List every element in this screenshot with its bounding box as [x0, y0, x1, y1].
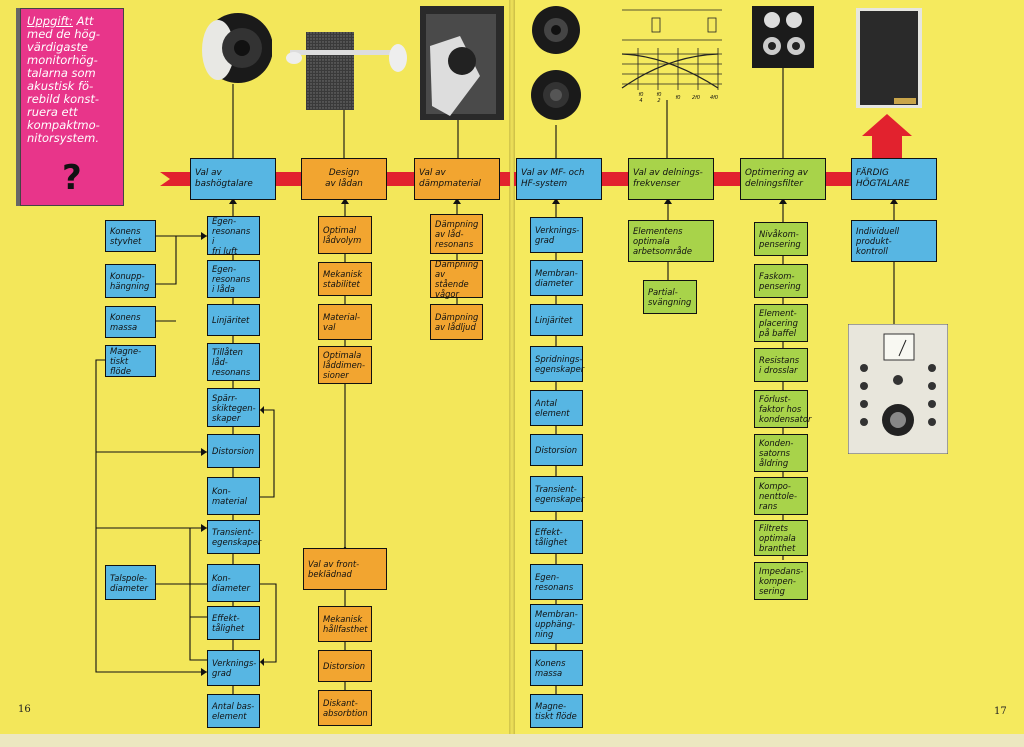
bass-driver-photo	[196, 10, 273, 86]
stage-bass-driver: Val av bashögtalare	[190, 158, 276, 200]
stage-cabinet-design: Design av lådan	[301, 158, 387, 200]
bass-item: Tillåten låd- resonans	[207, 343, 260, 381]
front-item: Diskant- absorbtion	[318, 690, 372, 726]
page-bottom-edge	[0, 734, 1024, 747]
page-gutter	[509, 0, 515, 747]
bass-item: Transient- egenskaper	[207, 520, 261, 554]
midrange-driver-photo	[530, 4, 582, 56]
design-item: Mekanisk stabilitet	[318, 262, 372, 296]
filter-board-photo	[752, 6, 814, 68]
mfhf-item: Transient- egenskaper	[530, 476, 584, 512]
tweeter-driver-photo	[530, 66, 582, 124]
filter-item: Förlust- faktor hos kondensator	[754, 390, 811, 428]
filter-item: Impedans- kompen- sering	[754, 562, 808, 600]
bass-item: Effekt- tålighet	[207, 606, 260, 640]
damping-item: Dämpning av låd- resonans	[430, 214, 483, 254]
mfhf-item: Membran- diameter	[530, 260, 583, 296]
design-item: Optimal lådvolym	[318, 216, 372, 254]
stage-damping: Val av dämpmaterial	[414, 158, 500, 200]
crossover-item: Elementens optimala arbetsområde	[628, 220, 714, 262]
mfhf-item: Konens massa	[530, 650, 583, 686]
front-item: Distorsion	[318, 650, 372, 682]
mfhf-item: Verknings- grad	[530, 217, 583, 253]
bass-item: Linjäritet	[207, 304, 260, 336]
front-cover-stage: Val av front- beklädnad	[303, 548, 387, 590]
bass-factor: Talspole- diameter	[105, 565, 156, 600]
bass-factor: Konens styvhet	[105, 220, 156, 252]
filter-item: Filtrets optimala branthet	[754, 520, 808, 556]
bass-factor: Konupp- hängning	[105, 264, 156, 298]
process-band-left-arrow-tip	[160, 172, 170, 186]
stage-crossover-frequencies: Val av delnings- frekvenser	[628, 158, 714, 200]
design-item: Material- val	[318, 304, 372, 340]
test-instrument-photo	[847, 323, 949, 455]
bass-item: Verknings- grad	[207, 650, 260, 686]
crossover-diagram	[618, 4, 726, 108]
crossover-tick-5: 4f0	[709, 95, 719, 101]
task-lead: Uppgift:	[27, 14, 73, 28]
crossover-tick-1: f0 4	[638, 92, 644, 104]
stage-mf-hf: Val av MF- och HF-system	[516, 158, 602, 200]
task-card: Uppgift: Att med de hög- värdigaste moni…	[20, 8, 124, 206]
crossover-tick-3: f0	[675, 95, 681, 101]
bass-item: Kon- material	[207, 477, 260, 515]
mfhf-item: Magne- tiskt flöde	[530, 694, 583, 728]
final-item: Individuell produkt- kontroll	[851, 220, 937, 262]
bass-item: Egen- resonans i låda	[207, 260, 260, 298]
filter-item: Kompo- nenttole- rans	[754, 477, 808, 515]
mfhf-item: Linjäritet	[530, 304, 583, 336]
mfhf-item: Antal element	[530, 390, 583, 426]
filter-item: Nivåkom- pensering	[754, 222, 808, 256]
bass-item: Spärr- skiktegen- skaper	[207, 388, 260, 427]
page-number-left: 16	[18, 704, 31, 715]
bass-item: Antal bas- element	[207, 694, 260, 728]
mfhf-item: Effekt- tålighet	[530, 520, 583, 554]
bass-item: Kon- diameter	[207, 564, 260, 602]
finished-speaker-photo	[856, 8, 922, 108]
crossover-tick-2: f0 2	[656, 92, 662, 104]
mfhf-item: Spridnings- egenskaper	[530, 346, 584, 382]
filter-item: Konden- satorns åldring	[754, 434, 808, 472]
crossover-tick-4: 2f0	[691, 95, 701, 101]
design-item: Optimala låddimen- sioner	[318, 346, 372, 384]
damping-material-photo	[420, 6, 504, 120]
mfhf-item: Membran- upphäng- ning	[530, 604, 583, 644]
filter-item: Element- placering på baffel	[754, 304, 808, 342]
bass-item: Egen- resonans i fri luft	[207, 216, 260, 256]
stage-finished-speaker: FÄRDIG HÖGTALARE	[851, 158, 937, 200]
page-number-right: 17	[994, 706, 1007, 717]
front-item: Mekanisk hållfasthet	[318, 606, 372, 642]
mfhf-item: Distorsion	[530, 434, 583, 466]
bass-item: Distorsion	[207, 434, 260, 468]
damping-item: Dämpning av lådljud	[430, 304, 483, 340]
task-text: Att med de hög- värdigaste monitorhög- t…	[27, 14, 101, 145]
filter-item: Resistans i drosslar	[754, 348, 808, 382]
cabinet-measurement-photo	[286, 32, 412, 110]
filter-item: Faskom- pensering	[754, 264, 808, 298]
crossover-item: Partial- svängning	[643, 280, 697, 314]
damping-item: Dämpning av stående vågor	[430, 259, 483, 299]
question-mark: ?	[62, 158, 82, 198]
bass-factor: Konens massa	[105, 306, 156, 338]
bass-factor: Magne- tiskt flöde	[105, 345, 156, 377]
mfhf-item: Egen- resonans	[530, 564, 583, 600]
stage-filter-optimization: Optimering av delningsfilter	[740, 158, 826, 200]
